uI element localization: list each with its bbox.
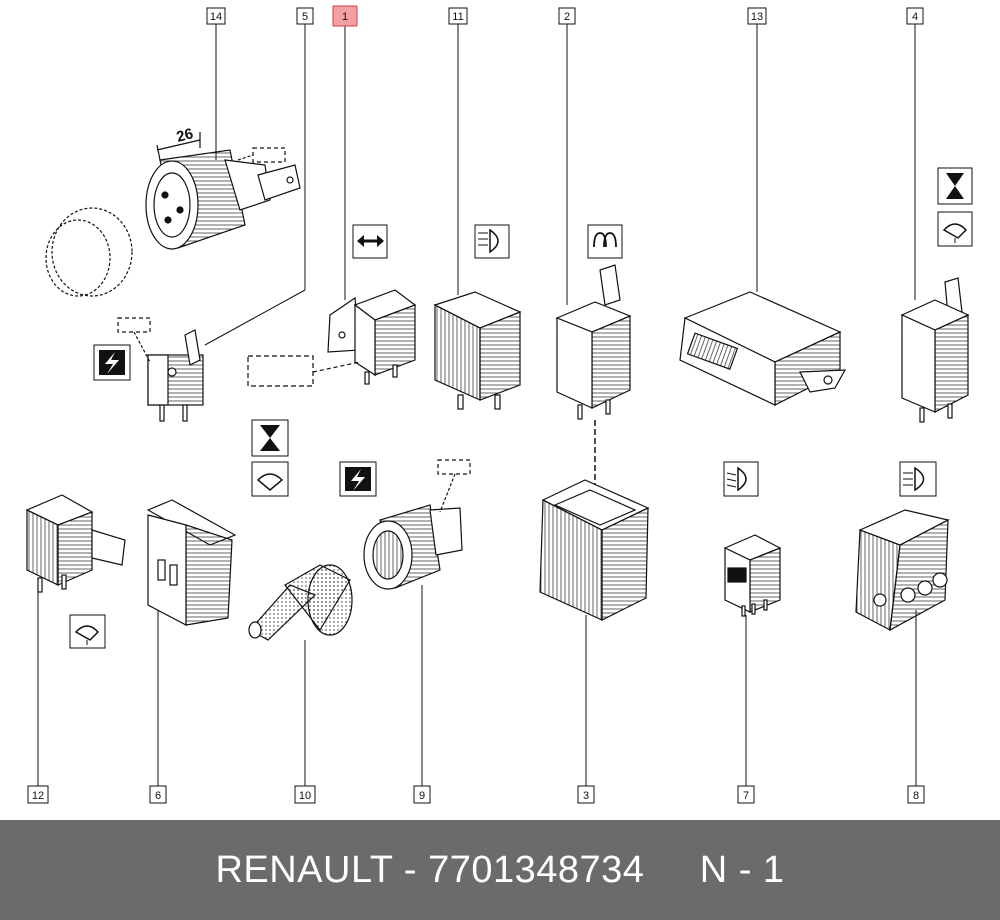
part-14-round-connector [45, 132, 301, 297]
callout-6[interactable]: 6 [149, 785, 167, 804]
part-9-round-connector [363, 459, 471, 590]
callout-10[interactable]: 10 [294, 785, 316, 804]
parts-diagram: 14 5 1 11 2 13 4 12 6 10 9 3 7 8 26 [25, 5, 973, 804]
svg-text:12: 12 [32, 790, 44, 802]
part-5-relay [117, 317, 204, 422]
callout-3[interactable]: 3 [577, 785, 595, 804]
callout-7[interactable]: 7 [737, 785, 755, 804]
dimension-label: 26 [175, 125, 196, 146]
part-12-relay [25, 494, 126, 593]
headlamp-icon [474, 224, 510, 259]
svg-text:9: 9 [419, 790, 425, 802]
svg-text:3: 3 [583, 790, 589, 802]
callout-2[interactable]: 2 [558, 7, 576, 25]
callout-8[interactable]: 8 [907, 785, 925, 804]
part-6-relay [146, 499, 237, 626]
part-1-relay [247, 289, 417, 387]
callout-4[interactable]: 4 [906, 7, 924, 25]
svg-text:5: 5 [302, 11, 308, 23]
svg-text:2: 2 [564, 11, 570, 23]
svg-text:6: 6 [155, 790, 161, 802]
svg-text:13: 13 [751, 11, 763, 23]
callout-9[interactable]: 9 [413, 785, 431, 804]
svg-text:8: 8 [913, 790, 919, 802]
callout-5[interactable]: 5 [296, 7, 314, 25]
hourglass-icon-left [251, 419, 289, 457]
part-7-relay [723, 534, 782, 617]
low-beam-icon [723, 461, 759, 497]
callout-11[interactable]: 11 [448, 7, 468, 25]
part-3-relay-socket [539, 479, 650, 621]
part-10-connector-cap [248, 564, 353, 641]
callout-12[interactable]: 12 [27, 785, 49, 804]
hourglass-icon-top-right [937, 167, 973, 205]
part-4-relay [900, 277, 970, 423]
footer-bar: RENAULT - 7701348734 N - 1 [0, 820, 1000, 920]
callout-14[interactable]: 14 [206, 7, 226, 25]
high-beam-icon [899, 461, 937, 497]
part-13-control-unit [679, 291, 847, 406]
arrows-left-right-icon [352, 224, 388, 259]
lightning-icon-center [339, 461, 377, 497]
wiper-icon [251, 461, 289, 497]
svg-text:7: 7 [743, 790, 749, 802]
svg-text:4: 4 [912, 11, 918, 23]
svg-text:1: 1 [342, 11, 348, 23]
part-number-caption: RENAULT - 7701348734 N - 1 [215, 848, 785, 891]
svg-text:10: 10 [299, 790, 311, 802]
glow-plug-icon [587, 224, 623, 259]
leader-lines [37, 24, 917, 786]
rear-wiper-icon-bottom-left [69, 614, 106, 649]
svg-text:11: 11 [452, 11, 463, 23]
wiper-washer-icon-top-right [937, 211, 973, 247]
callout-13[interactable]: 13 [747, 7, 767, 25]
svg-text:14: 14 [210, 11, 222, 23]
part-11-relay [433, 291, 522, 410]
lightning-icon-left [93, 344, 131, 381]
part-2-relay [555, 264, 632, 500]
part-8-holder [855, 509, 950, 632]
callout-1-highlighted[interactable]: 1 [332, 5, 358, 27]
